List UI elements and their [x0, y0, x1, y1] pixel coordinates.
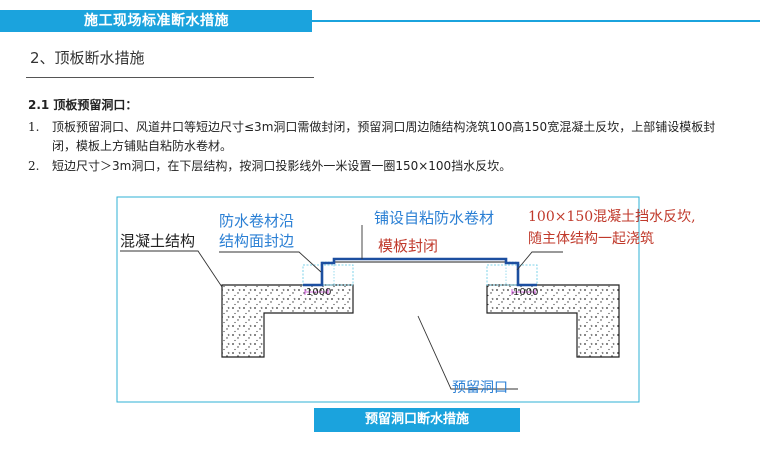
header-rule [312, 20, 760, 22]
list-item-number: 2. [28, 159, 40, 173]
diagram-frame [116, 196, 640, 403]
dimension-left-label: 1000 [306, 287, 332, 298]
list-item-text: 顶板预留洞口、风道井口等短边尺寸≤3m洞口需做封闭，预留洞口周边随结构浇筑100… [52, 120, 716, 153]
label-waterproof-edge-2: 结构面封边 [219, 232, 295, 250]
waterproof-membrane [303, 257, 537, 287]
list-item-text: 短边尺寸＞3m洞口，在下层结构，按洞口投影线外一米设置一圈150×100挡水反坎… [52, 159, 512, 173]
label-self-adhesive-membrane: 铺设自粘防水卷材 [374, 209, 495, 227]
section-divider [26, 77, 314, 78]
curb-right [486, 264, 538, 286]
header-bar [0, 10, 312, 32]
concrete-block-right [486, 284, 620, 358]
subsection-heading: 2.1 顶板预留洞口： [28, 98, 138, 112]
label-reserved-opening: 预留洞口 [452, 380, 508, 396]
label-waterproof-edge-1: 防水卷材沿 [219, 212, 295, 230]
list-item-number: 1. [28, 120, 40, 134]
dimension-right [511, 289, 536, 295]
dimension-right-label: 1000 [513, 287, 539, 298]
label-curb-1: 100×150混凝土挡水反坎, [528, 209, 696, 225]
label-concrete-structure: 混凝土结构 [120, 232, 196, 250]
label-formwork: 模板封闭 [378, 237, 439, 255]
leader-concrete [120, 250, 223, 288]
leader-opening [417, 315, 518, 390]
header-title: 施工现场标准断水措施 [84, 13, 229, 29]
curb-left [302, 264, 354, 286]
concrete-block-left [221, 284, 354, 358]
section-title: 2、顶板断水措施 [30, 49, 145, 67]
leader-curb [516, 251, 563, 271]
leader-waterproof-edge [219, 251, 322, 273]
diagram-caption: 预留洞口断水措施 [314, 408, 520, 432]
label-curb-2: 随主体结构一起浇筑 [528, 231, 654, 247]
dimension-left [304, 289, 329, 295]
